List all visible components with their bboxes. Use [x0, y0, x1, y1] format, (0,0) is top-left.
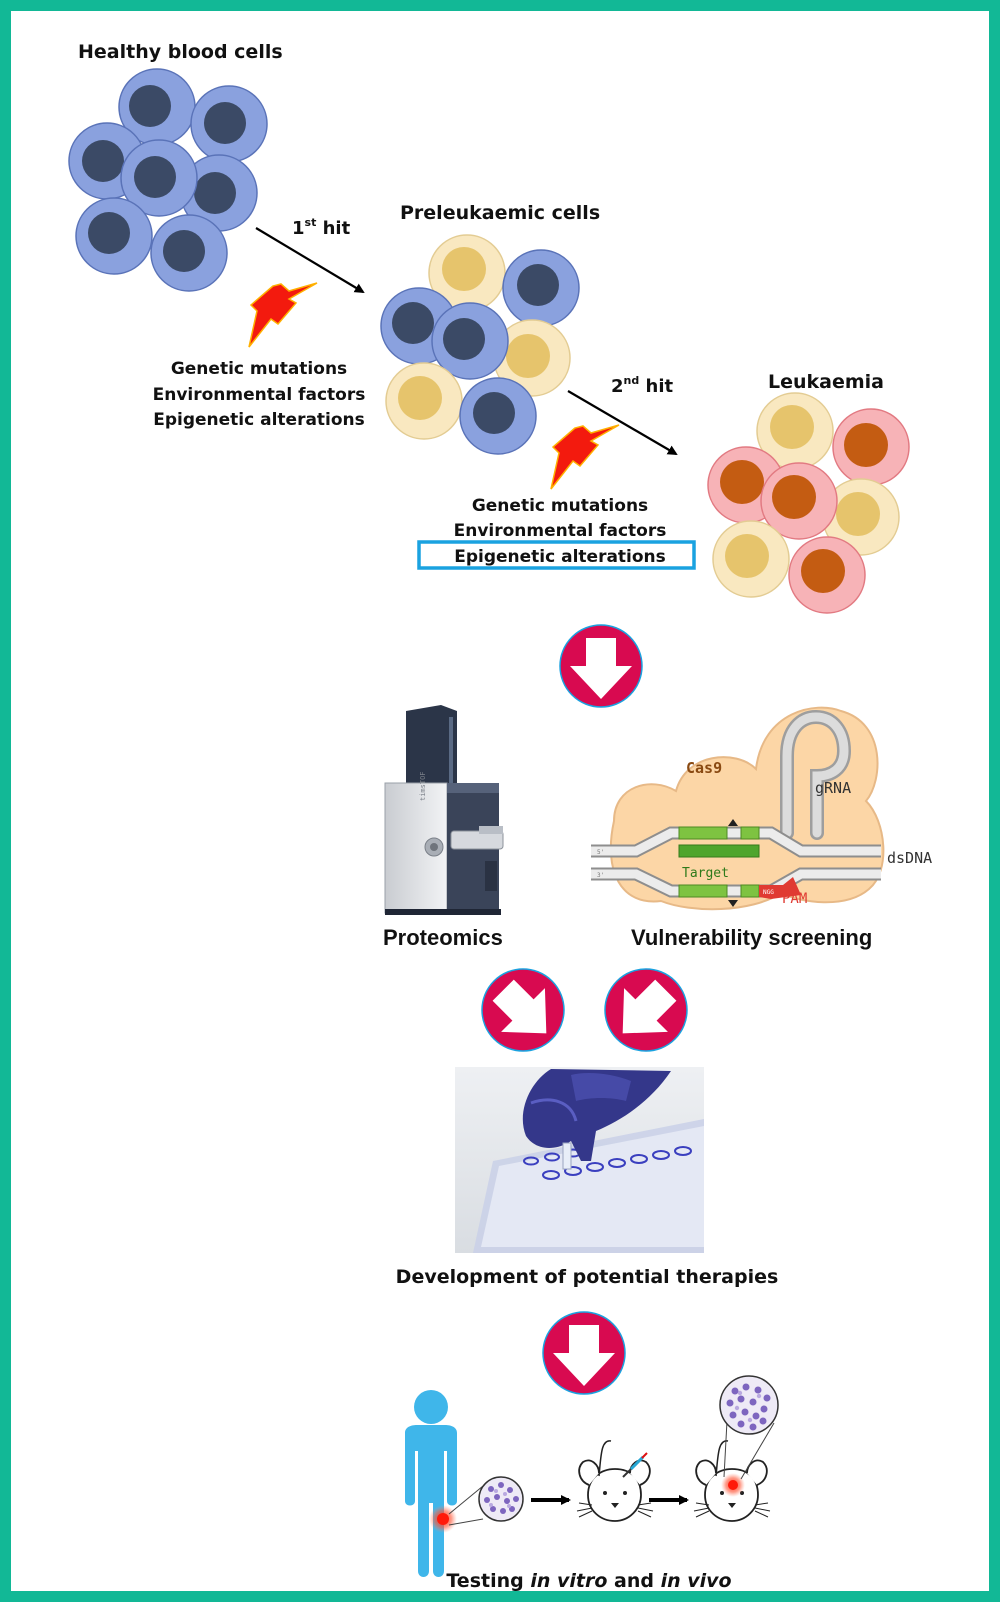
down-arrow-icon: [559, 624, 643, 708]
healthy-cell-cluster: [68, 68, 268, 292]
healthy-cell: [459, 377, 537, 455]
testing-caption: Testing in vitro and in vivo: [446, 1570, 731, 1592]
diagram-canvas: Healthy blood cells 1st hit Genetic muta…: [68, 41, 932, 1592]
screening-label: Vulnerability screening: [631, 925, 872, 950]
instrument-label: timsTOF: [419, 771, 427, 801]
factor-genetic: Genetic mutations: [171, 359, 347, 379]
pre-cell: [712, 520, 790, 598]
pre-cell: [493, 319, 571, 397]
dsdna-label: dsDNA: [887, 849, 932, 867]
well-plate-photo: [455, 1067, 704, 1253]
mouse-tumor-icon: [693, 1420, 775, 1522]
therapy-title: Development of potential therapies: [396, 1266, 779, 1288]
leukaemic-cell: [832, 408, 910, 486]
cas9-protein-label: Cas9: [686, 759, 722, 777]
mouse-injection-icon: [576, 1440, 654, 1522]
healthy-cell: [75, 197, 153, 275]
lightning-icon: [550, 424, 620, 490]
preleukaemic-title: Preleukaemic cells: [400, 202, 600, 224]
hit1-label: 1st hit: [292, 216, 351, 239]
factors2-list: Genetic mutations Environmental factors …: [417, 496, 696, 570]
leukaemic-cell: [788, 536, 866, 614]
healthy-cells-title: Healthy blood cells: [78, 41, 283, 63]
proteomics-label: Proteomics: [383, 925, 503, 950]
ngg-label: NGG: [763, 889, 774, 896]
cas9-diagram: Cas9 gRNA dsDNA Target PAM NGG 5' 3': [591, 706, 932, 911]
leukaemic-cell: [760, 462, 838, 540]
pre-cell: [822, 478, 900, 556]
grna-label: gRNA: [815, 779, 851, 797]
healthy-cell: [118, 68, 196, 146]
factor-epigenetic: Epigenetic alterations: [153, 410, 365, 430]
hit2-arrow: [567, 390, 678, 456]
diagonal-arrow-down-left-icon: [604, 968, 688, 1052]
hit2-label: 2nd hit: [611, 374, 674, 397]
leukaemia-cell-cluster: [707, 392, 910, 614]
factor-genetic: Genetic mutations: [472, 496, 648, 516]
three-prime-label: 3': [597, 872, 604, 879]
pre-cell: [756, 392, 834, 470]
healthy-cell: [431, 302, 509, 380]
pam-label: PAM: [782, 891, 807, 907]
hit1-arrow: [255, 227, 365, 294]
mass-spectrometer-image: timsTOF: [384, 705, 504, 915]
blood-smear-magnifier: [478, 1476, 524, 1522]
leukaemia-title: Leukaemia: [768, 371, 884, 393]
pre-cell: [385, 362, 463, 440]
down-arrow-icon: [542, 1311, 626, 1395]
tumor-site-dot: [437, 1513, 449, 1525]
healthy-cell: [190, 85, 268, 163]
factor-environmental: Environmental factors: [153, 385, 366, 405]
zoom-line: [448, 1518, 484, 1526]
healthy-cell: [150, 214, 228, 292]
target-label: Target: [682, 866, 729, 881]
zoom-line: [448, 1485, 484, 1515]
healthy-cell: [120, 139, 198, 217]
blood-smear-magnifier: [719, 1375, 779, 1435]
lightning-icon: [248, 282, 318, 348]
epigenetic-highlight-box: [417, 540, 696, 570]
person-icon: [405, 1390, 457, 1577]
factor-epigenetic: Epigenetic alterations: [454, 547, 666, 567]
five-prime-label: 5': [597, 849, 604, 856]
factors1-list: Genetic mutations Environmental factors …: [153, 359, 366, 430]
healthy-cell: [502, 249, 580, 327]
preleukaemic-cell-cluster: [380, 234, 580, 455]
diagonal-arrow-down-right-icon: [481, 968, 565, 1052]
healthy-cell: [180, 154, 258, 232]
pre-cell: [428, 234, 506, 312]
factor-environmental: Environmental factors: [454, 521, 667, 541]
